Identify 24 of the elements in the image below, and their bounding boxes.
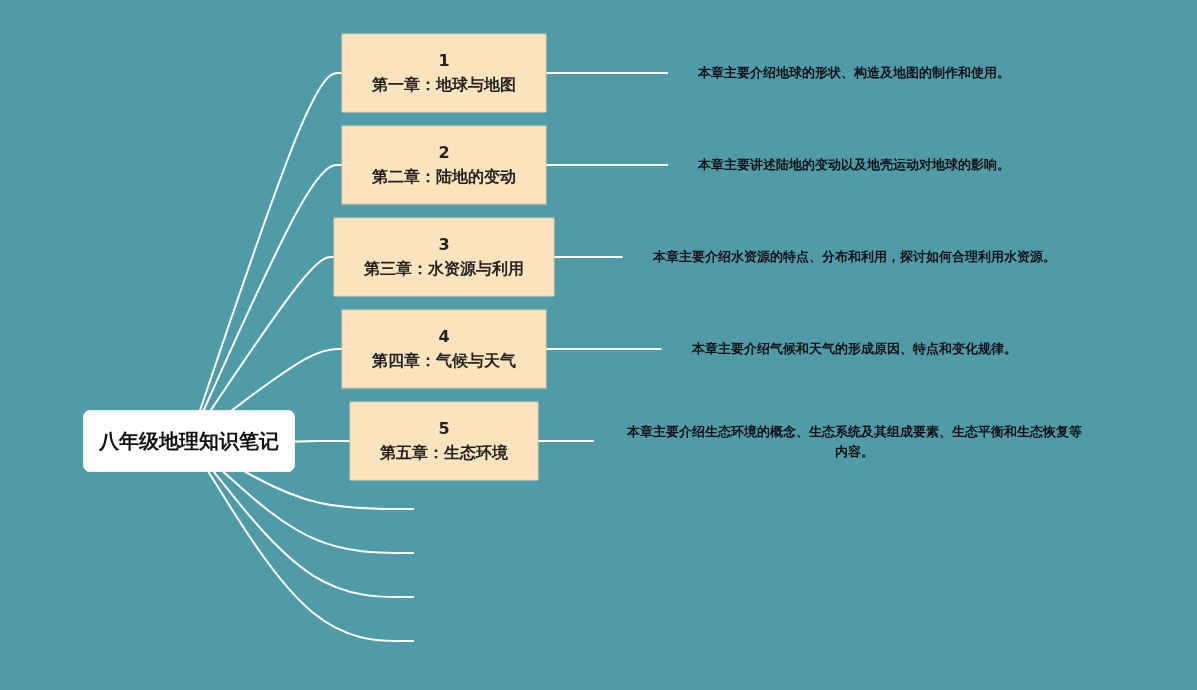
branch-line [221, 470, 415, 554]
branch-line [243, 470, 415, 510]
branch-line [208, 256, 335, 413]
node-text: 本章主要介绍生态环境的概念、生态系统及其组成要素、生态平衡和生态恢复等内容。 [626, 423, 1081, 458]
node-text: 本章主要介绍气候和天气的形成原因、特点和变化规律。 [691, 341, 1016, 357]
branch-line [228, 348, 343, 413]
branch-line [552, 256, 623, 258]
branch-line [544, 164, 669, 166]
branch-line [536, 440, 595, 442]
branch-line [201, 164, 343, 413]
branch-line [198, 72, 343, 413]
branch-line [206, 470, 415, 642]
node-text: 本章主要介绍地球的形状、构造及地图的制作和使用。 [697, 65, 1010, 81]
node-box: 2 第二章：陆地的变动 [341, 125, 546, 205]
branch-line [544, 348, 662, 350]
node-box: 3 第三章：水资源与利用 [333, 217, 554, 297]
node-text: 本章主要介绍水资源的特点、分布和利用，探讨如何合理利用水资源。 [652, 249, 1055, 265]
branch-line [544, 72, 669, 74]
branch-line [293, 440, 351, 443]
node-text: 本章主要讲述陆地的变动以及地壳运动对地球的影响。 [697, 157, 1010, 173]
node-box: 1 第一章：地球与地图 [341, 33, 546, 113]
branch-line [212, 470, 415, 598]
node-box: 5 第五章：生态环境 [349, 401, 538, 481]
node-box: 4 第四章：气候与天气 [341, 309, 546, 389]
